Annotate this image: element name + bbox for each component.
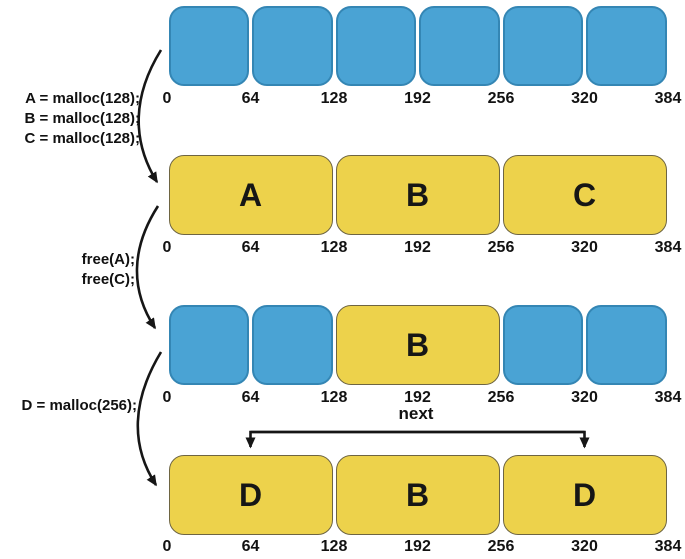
tick-label: 384	[654, 389, 682, 406]
tick-label: 256	[487, 389, 515, 406]
memory-block: B	[335, 305, 500, 385]
step-arrow-malloc-d	[136, 351, 163, 487]
tick-row-after-malloc-abc: 0 64 128 192 256 320 384	[163, 239, 682, 257]
tick-label: 64	[241, 90, 260, 107]
next-pointer-label: next	[398, 404, 434, 423]
memory-block	[419, 6, 500, 86]
tick-label: 384	[654, 239, 682, 256]
memory-row-after-free-a-c: B	[167, 305, 668, 385]
memory-row-after-malloc-abc: A B C	[167, 155, 668, 235]
memory-block	[502, 6, 583, 86]
tick-label: 384	[654, 90, 682, 107]
tick-label: 0	[162, 389, 172, 406]
annotation-line: free(A);	[81, 251, 135, 268]
memory-block: B	[335, 155, 500, 235]
memory-block: C	[502, 155, 667, 235]
tick-label: 320	[571, 389, 598, 406]
memory-block: D	[168, 455, 333, 535]
tick-row-after-free-a-c: 0 64 128 192 256 320 384	[163, 389, 682, 407]
memory-block	[586, 6, 667, 86]
tick-label: 0	[162, 538, 172, 555]
memory-block-label: D	[572, 477, 597, 513]
tick-label: 320	[571, 239, 598, 256]
memory-block	[335, 6, 416, 86]
memory-block	[252, 305, 333, 385]
annotation-line: C = malloc(128);	[24, 130, 140, 147]
memory-block-label: B	[405, 177, 430, 213]
memory-block-label: A	[238, 177, 263, 213]
tick-label: 256	[487, 538, 515, 555]
memory-block-label: C	[572, 177, 597, 213]
next-pointer-arrow-right	[250, 430, 590, 449]
annotation-line: free(C);	[81, 271, 135, 288]
tick-label: 128	[320, 538, 348, 555]
annotation-malloc-abc: A = malloc(128); B = malloc(128); C = mall…	[25, 89, 140, 149]
memory-block-label: B	[405, 327, 430, 363]
memory-block: A	[168, 155, 333, 235]
tick-label: 0	[162, 239, 172, 256]
memory-block-label: D	[238, 477, 263, 513]
tick-row-after-malloc-d: 0 64 128 192 256 320 384	[163, 538, 682, 556]
tick-label: 256	[487, 90, 515, 107]
step-arrow-free-ac	[135, 205, 160, 330]
tick-label: 384	[654, 538, 682, 555]
tick-row-initial-free-heap: 0 64 128 192 256 320 384	[163, 90, 682, 108]
memory-block-label: B	[405, 477, 430, 513]
annotation-malloc-d: D = malloc(256);	[22, 396, 137, 416]
tick-label: 0	[162, 90, 172, 107]
memory-block	[252, 6, 333, 86]
tick-label: 256	[487, 239, 515, 256]
memory-block	[586, 305, 667, 385]
tick-label: 128	[320, 389, 348, 406]
tick-label: 64	[241, 239, 260, 256]
tick-label: 320	[571, 538, 598, 555]
memory-block: D	[502, 455, 667, 535]
step-arrow-malloc-abc	[137, 49, 163, 184]
memory-block	[168, 305, 249, 385]
tick-label: 320	[571, 90, 598, 107]
tick-label: 192	[404, 239, 431, 256]
memory-row-initial-free-heap	[167, 6, 668, 86]
memory-block	[502, 305, 583, 385]
tick-label: 64	[241, 538, 260, 555]
tick-label: 128	[320, 90, 348, 107]
tick-label: 192	[404, 90, 431, 107]
memory-block	[168, 6, 249, 86]
annotation-free-ac: free(A); free(C);	[82, 250, 135, 290]
tick-label: 192	[404, 389, 431, 406]
tick-label: 192	[404, 538, 431, 555]
annotation-line: B = malloc(128);	[24, 110, 140, 127]
next-pointer-arrow-left	[245, 430, 585, 449]
tick-label: 64	[241, 389, 260, 406]
tick-label: 128	[320, 239, 348, 256]
memory-block: B	[335, 455, 500, 535]
annotation-line: D = malloc(256);	[21, 397, 137, 414]
annotation-line: A = malloc(128);	[25, 90, 140, 107]
